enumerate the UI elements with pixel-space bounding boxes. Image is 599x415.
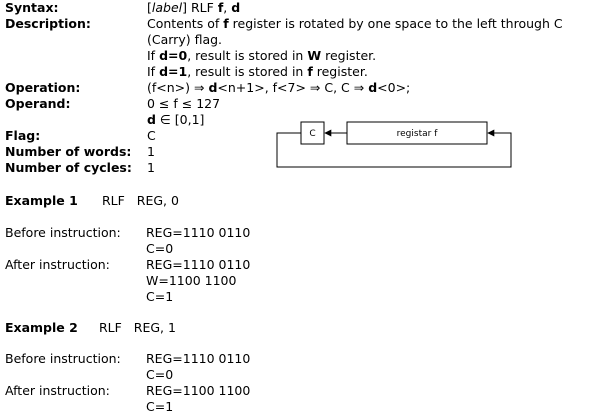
description-line-1: Contents of f register is rotated by one… (147, 16, 563, 31)
register-text: registar f (397, 129, 439, 139)
syntax-label-word: label (151, 0, 183, 15)
example2-after-reg: REG=1100 1100 (146, 383, 251, 398)
example2-before-c: C=0 (146, 367, 174, 382)
operation-value: (f<n>) ⇒ d<n+1>, f<7> ⇒ C, C ⇒ d<0>; (147, 80, 411, 95)
arrow-carry-loop (276, 129, 512, 168)
example1-after-c: C=1 (146, 289, 174, 304)
description-label: Description: (5, 16, 91, 31)
example1-after-reg: REG=1110 0110 (146, 257, 251, 272)
cycles-label: Number of cycles: (5, 160, 132, 175)
syntax-d: d (231, 0, 241, 15)
flag-label: Flag: (5, 128, 41, 143)
example1-code: RLF REG, 0 (102, 193, 179, 208)
operand-line-2: d ∈ [0,1] (147, 112, 205, 127)
example1-before-label: Before instruction: (5, 225, 121, 240)
example1-after-label: After instruction: (5, 257, 110, 272)
words-value: 1 (147, 144, 155, 159)
syntax-instr: RLF (190, 0, 214, 15)
example1-before-c: C=0 (146, 241, 174, 256)
example2-after-label: After instruction: (5, 383, 110, 398)
operand-label: Operand: (5, 96, 71, 111)
example1-after-w: W=1100 1100 (146, 273, 237, 288)
description-line-2: (Carry) flag. (147, 32, 223, 47)
example2-after-c: C=1 (146, 399, 174, 414)
description-line-4: If d=1, result is stored in f register. (147, 64, 368, 79)
operand-line-1: 0 ≤ f ≤ 127 (147, 96, 221, 111)
operation-label: Operation: (5, 80, 81, 95)
example2-before-reg: REG=1110 0110 (146, 351, 251, 366)
words-label: Number of words: (5, 144, 132, 159)
flag-value: C (147, 128, 156, 143)
cycles-value: 1 (147, 160, 155, 175)
description-line-3: If d=0, result is stored in W register. (147, 48, 377, 63)
example2-before-label: Before instruction: (5, 351, 121, 366)
carry-text: C (309, 129, 315, 139)
example2-heading: Example 2 (5, 320, 78, 335)
syntax-f: f (217, 0, 224, 15)
syntax-label: Syntax: (5, 0, 59, 15)
example1-heading: Example 1 (5, 193, 78, 208)
example1-before-reg: REG=1110 0110 (146, 225, 251, 240)
example2-code: RLF REG, 1 (99, 320, 176, 335)
syntax-value: [label] RLF f, d (147, 0, 241, 15)
